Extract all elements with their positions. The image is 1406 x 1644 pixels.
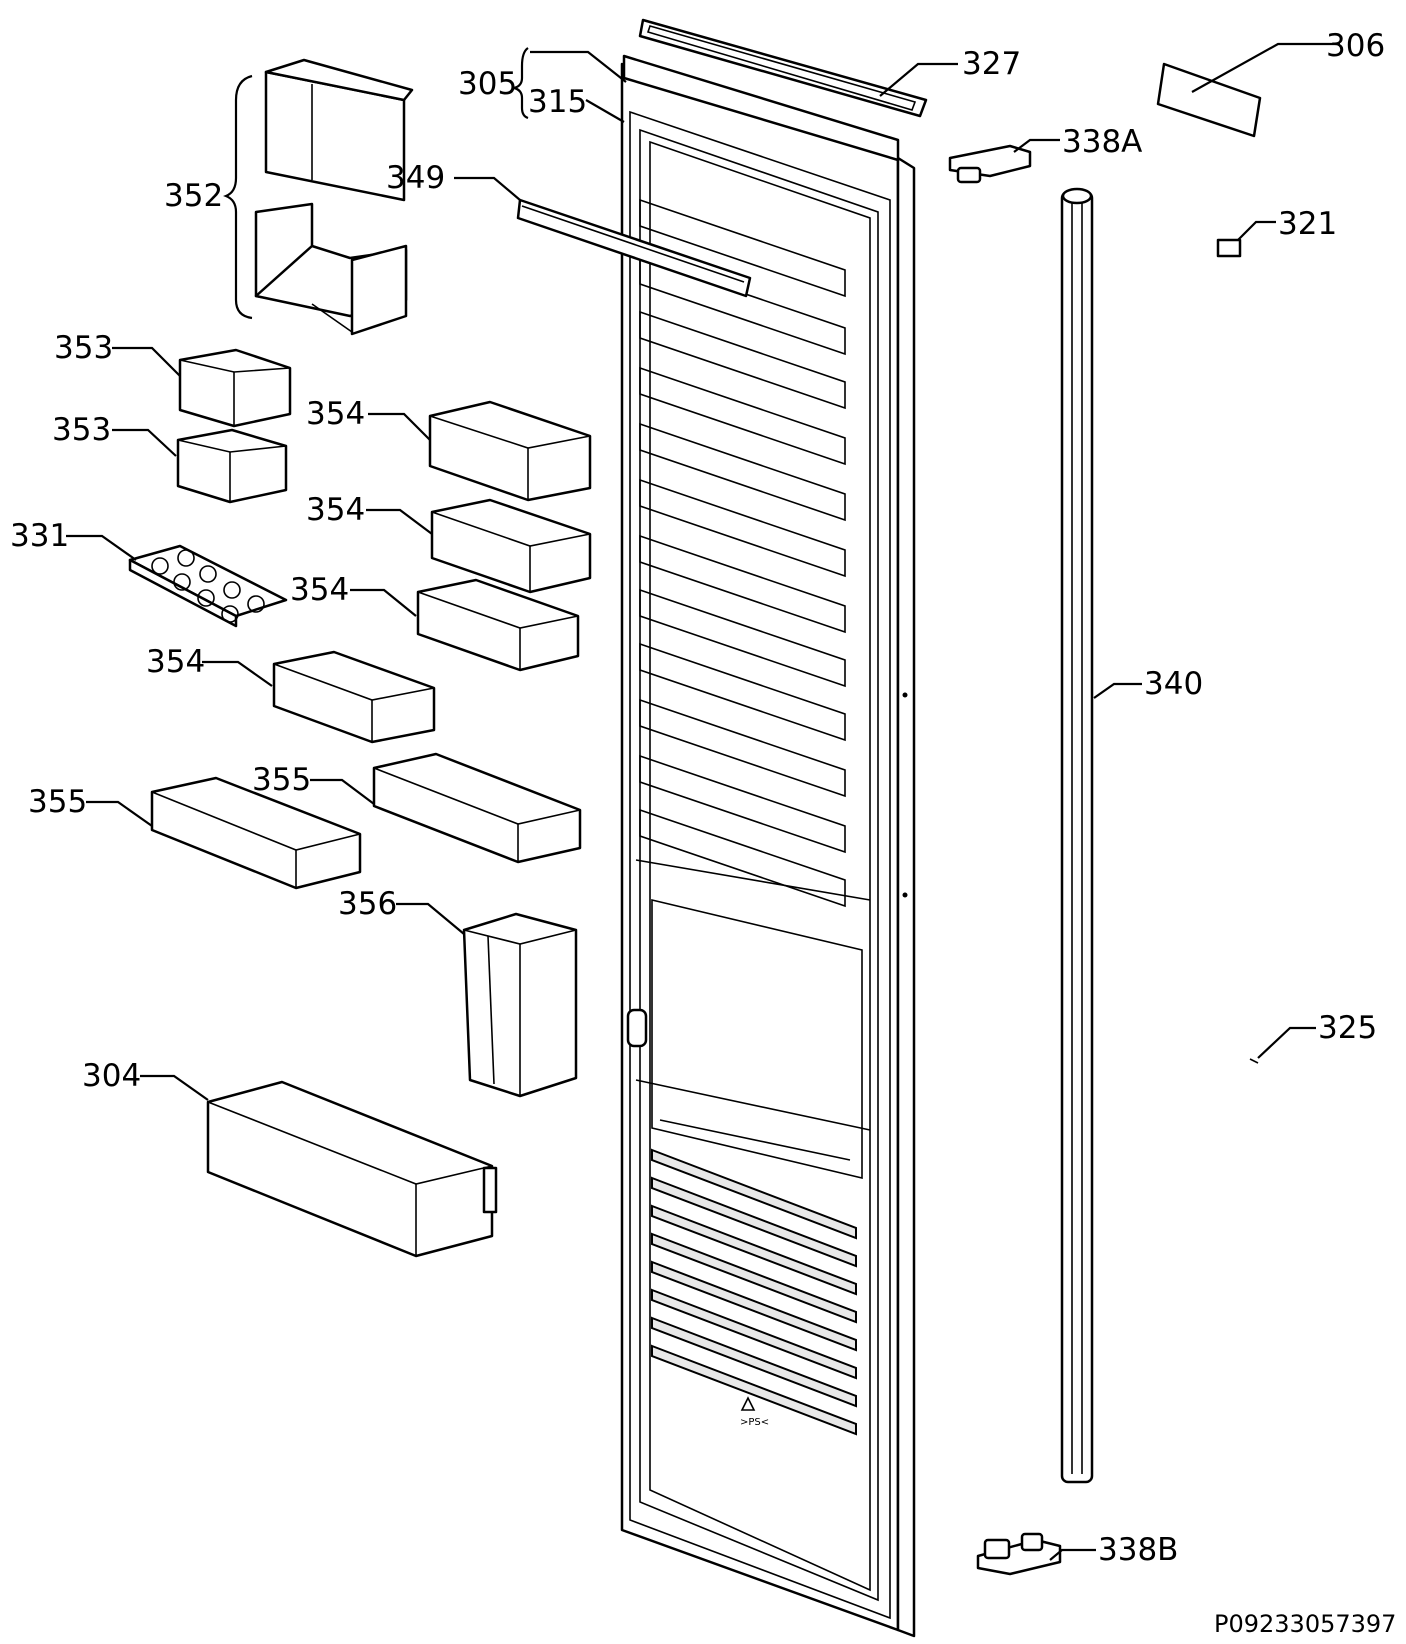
leader-lines [66,42,1340,1561]
callout-340: 340 [1144,666,1203,702]
callout-355-left: 355 [28,784,87,820]
clip-321 [1216,238,1242,258]
box-355-left [150,776,362,890]
callout-355-right: 355 [252,762,311,798]
callout-352: 352 [164,178,223,214]
cover-set-352 [254,58,414,336]
box-353-upper [178,348,292,428]
callout-327: 327 [962,46,1021,82]
callout-349: 349 [386,160,445,196]
bottle-shelf-304 [206,1080,498,1258]
callout-325: 325 [1318,1010,1377,1046]
callout-306: 306 [1326,28,1385,64]
pin-325 [1249,1058,1259,1064]
door-shelf-ribs [639,198,846,908]
callout-315: 315 [528,84,587,120]
door-top-cap [622,18,928,162]
box-353-lower [176,428,288,504]
box-354-b [430,498,592,594]
door-lower-ribs [651,1148,857,1436]
box-354-a [428,400,592,502]
callout-331: 331 [10,518,69,554]
callout-353-upper: 353 [54,330,113,366]
door-panel: >PS< [620,62,916,1638]
document-code: P09233057397 [1214,1610,1396,1638]
hinge-338a [948,144,1032,184]
callout-354-b: 354 [306,492,365,528]
callout-338a: 338A [1062,124,1142,160]
egg-tray-331 [128,544,288,628]
hinge-338b [976,1532,1062,1576]
callout-353-lower: 353 [52,412,111,448]
label-plate-306 [1156,62,1262,138]
callout-354-c: 354 [290,572,349,608]
callout-338b: 338B [1098,1532,1178,1568]
door-gasket-340 [1060,187,1094,1484]
callout-305: 305 [458,66,517,102]
callout-304: 304 [82,1058,141,1094]
box-355-right [372,752,582,864]
callout-321: 321 [1278,206,1337,242]
box-354-c [416,578,580,672]
recycle-symbol: >PS< [740,1396,769,1428]
box-354-d [272,650,436,744]
callout-354-d: 354 [146,644,205,680]
callout-356: 356 [338,886,397,922]
callout-354-a: 354 [306,396,365,432]
bottle-holder-356 [462,912,578,1098]
svg-text:>PS<: >PS< [740,1417,769,1428]
callout-labels: 305 315 327 306 338A 352 349 321 353 353… [10,28,1385,1568]
door-bar-349 [516,198,752,298]
